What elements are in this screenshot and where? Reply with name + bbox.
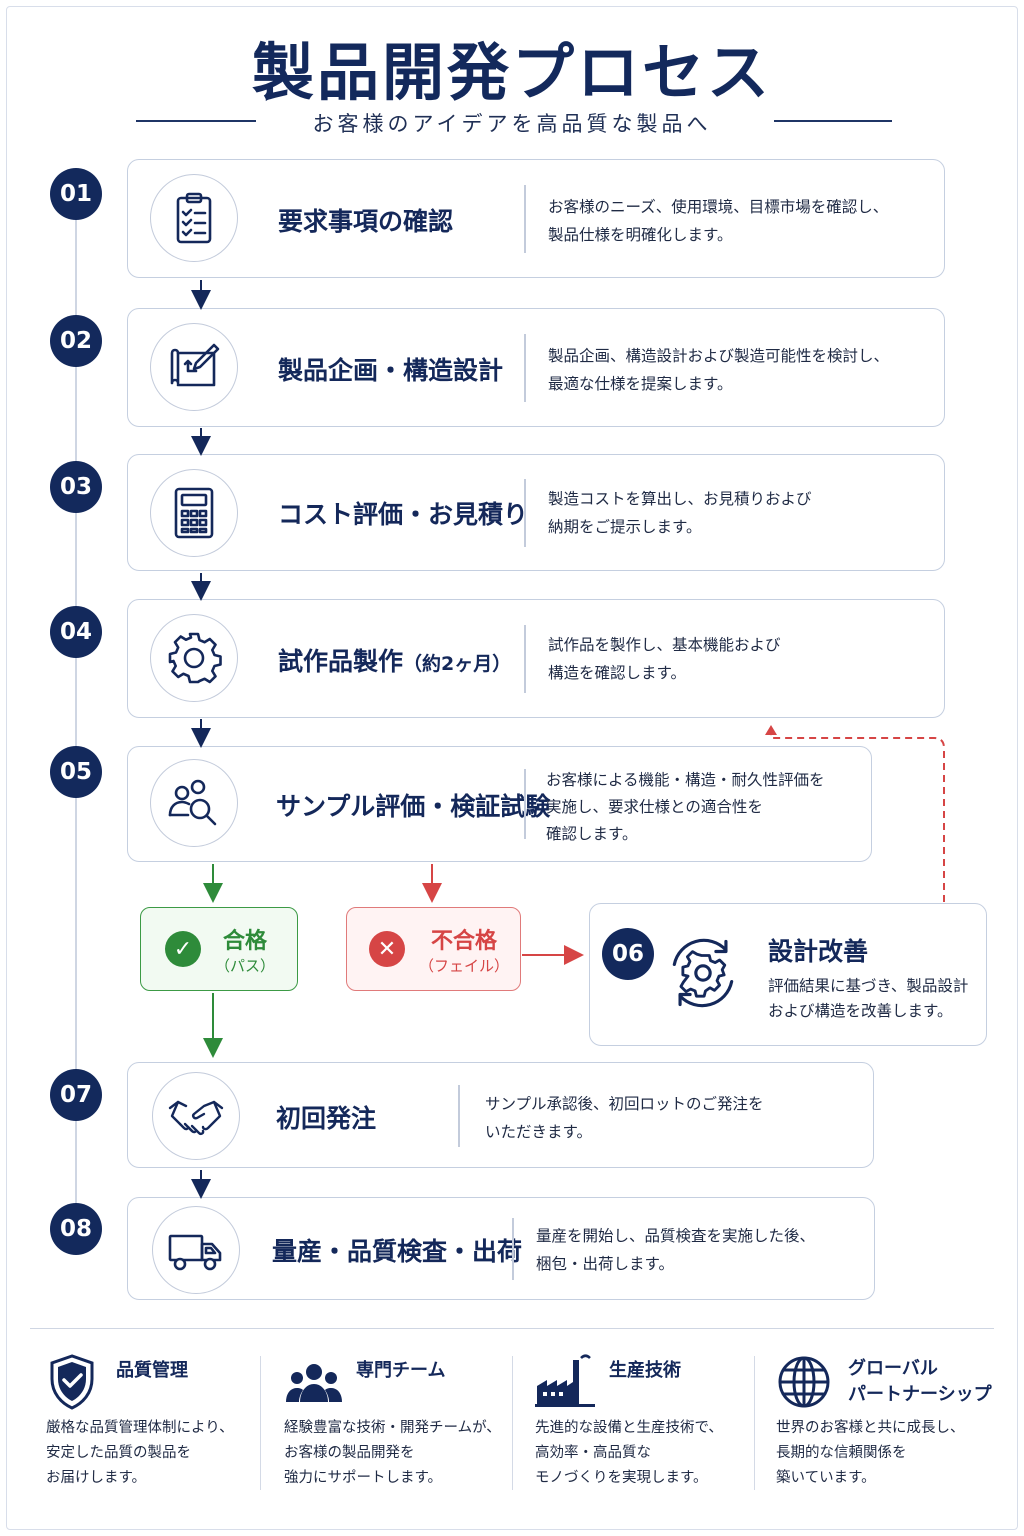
step-number: 02	[50, 315, 102, 367]
fail-label: 不合格	[431, 928, 498, 954]
step-description: 評価結果に基づき、製品設計および構造を改善します。	[768, 977, 969, 1020]
feature-description: 先進的な設備と生産技術で、高効率・高品質なモノづくりを実現します。	[535, 1420, 723, 1486]
step-description: 試作品を製作し、基本機能および構造を確認します。	[548, 636, 781, 682]
feature-title: 品質管理	[116, 1360, 188, 1381]
step-description: サンプル承認後、初回ロットのご発注をいただきます。	[485, 1095, 764, 1141]
step-card-mass-production: 量産・品質検査・出荷 量産を開始し、品質検査を実施した後、梱包・出荷します。	[127, 1197, 875, 1300]
feature-title: 生産技術	[609, 1360, 681, 1381]
step-card-first-order: 初回発注 サンプル承認後、初回ロットのご発注をいただきます。	[127, 1062, 874, 1168]
card-divider	[524, 625, 526, 693]
step-card-prototype: 試作品製作（約2ヶ月） 試作品を製作し、基本機能および構造を確認します。	[127, 599, 945, 718]
feature-description: 経験豊富な技術・開発チームが、お客様の製品開発を強力にサポートします。	[284, 1420, 501, 1486]
fail-sublabel: （フェイル）	[419, 956, 510, 975]
timeline-line	[75, 200, 77, 1240]
step-number: 06	[602, 928, 654, 980]
card-divider	[458, 1085, 460, 1147]
clipboard-checklist-icon	[150, 174, 238, 262]
step-card-planning-design: 製品企画・構造設計 製品企画、構造設計および製造可能性を検討し、最適な仕様を提案…	[127, 308, 945, 427]
gear-cycle-icon	[658, 928, 748, 1018]
page-frame	[6, 6, 1018, 1530]
gear-icon	[150, 614, 238, 702]
card-divider	[512, 1218, 514, 1280]
step-number: 05	[50, 746, 102, 798]
step-title: コスト評価・お見積り	[278, 500, 529, 529]
step-card-cost-estimate: コスト評価・お見積り 製造コストを算出し、お見積りおよび納期をご提示します。	[127, 454, 945, 571]
step-card-design-improvement: 06 設計改善 評価結果に基づき、製品設計および構造を改善します。	[589, 903, 987, 1046]
handshake-icon	[152, 1072, 240, 1160]
shield-check-icon	[50, 1354, 94, 1410]
step-title: 試作品製作（約2ヶ月）	[278, 647, 512, 676]
card-divider	[524, 479, 526, 547]
card-divider	[524, 185, 526, 253]
step-title: 設計改善	[768, 937, 869, 966]
pass-result-badge: ✓ 合格 （パス）	[140, 907, 298, 991]
step-description: お客様のニーズ、使用環境、目標市場を確認し、製品仕様を明確化します。	[548, 198, 889, 244]
subtitle-rule-right	[774, 120, 892, 122]
step-title: サンプル評価・検証試験	[276, 792, 551, 821]
step-number: 08	[50, 1203, 102, 1255]
feature-divider	[512, 1356, 513, 1490]
step-title: 要求事項の確認	[278, 207, 454, 236]
blueprint-pencil-icon	[150, 323, 238, 411]
pass-sublabel: （パス）	[215, 956, 276, 975]
feature-description: 世界のお客様と共に成長し、長期的な信頼関係を築いています。	[776, 1420, 965, 1486]
feature-description: 厳格な品質管理体制により、安定した品質の製品をお届けします。	[46, 1420, 234, 1486]
team-icon	[286, 1364, 342, 1402]
step-description: 製品企画、構造設計および製造可能性を検討し、最適な仕様を提案します。	[548, 347, 890, 393]
people-search-icon	[150, 759, 238, 847]
step-description: 量産を開始し、品質検査を実施した後、梱包・出荷します。	[536, 1227, 816, 1273]
pass-label: 合格	[223, 928, 268, 954]
fail-result-badge: ✕ 不合格 （フェイル）	[346, 907, 521, 991]
step-description: 製造コストを算出し、お見積りおよび納期をご提示します。	[548, 490, 812, 536]
feature-title: グローバルパートナーシップ	[848, 1358, 992, 1405]
step-number: 04	[50, 606, 102, 658]
step-card-requirements: 要求事項の確認 お客様のニーズ、使用環境、目標市場を確認し、製品仕様を明確化しま…	[127, 159, 945, 278]
feature-divider	[754, 1356, 755, 1490]
step-title: 量産・品質検査・出荷	[272, 1237, 523, 1266]
card-divider	[524, 334, 526, 402]
step-number: 07	[50, 1069, 102, 1121]
page-title: 製品開発プロセス	[251, 36, 772, 109]
step-number: 01	[50, 168, 102, 220]
step-number: 03	[50, 461, 102, 513]
check-circle-icon: ✓	[165, 931, 201, 967]
step-title: 初回発注	[276, 1104, 377, 1133]
step-title: 製品企画・構造設計	[278, 356, 504, 385]
step-card-sample-evaluation: サンプル評価・検証試験 お客様による機能・構造・耐久性評価を実施し、要求仕様との…	[127, 746, 872, 862]
factory-icon	[535, 1354, 595, 1407]
truck-icon	[152, 1206, 240, 1294]
features-divider	[30, 1328, 994, 1329]
page-subtitle: お客様のアイデアを高品質な製品へ	[312, 112, 712, 136]
globe-icon	[778, 1356, 830, 1408]
card-divider	[524, 769, 526, 839]
calculator-icon	[150, 469, 238, 557]
subtitle-rule-left	[136, 120, 256, 122]
step-description: お客様による機能・構造・耐久性評価を実施し、要求仕様との適合性を確認します。	[546, 771, 825, 843]
feature-title: 専門チーム	[356, 1360, 446, 1381]
x-circle-icon: ✕	[369, 931, 405, 967]
feature-divider	[260, 1356, 261, 1490]
